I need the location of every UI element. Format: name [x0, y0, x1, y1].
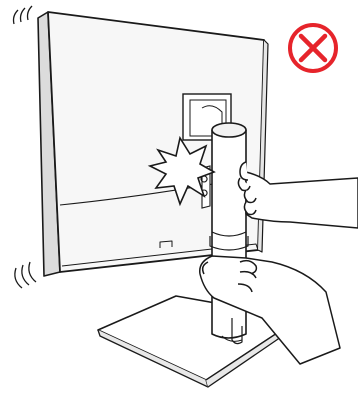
- red-circle-x-icon: [290, 25, 336, 71]
- vibration-arcs-icon: [15, 262, 36, 288]
- vibration-arcs-icon: [14, 6, 33, 24]
